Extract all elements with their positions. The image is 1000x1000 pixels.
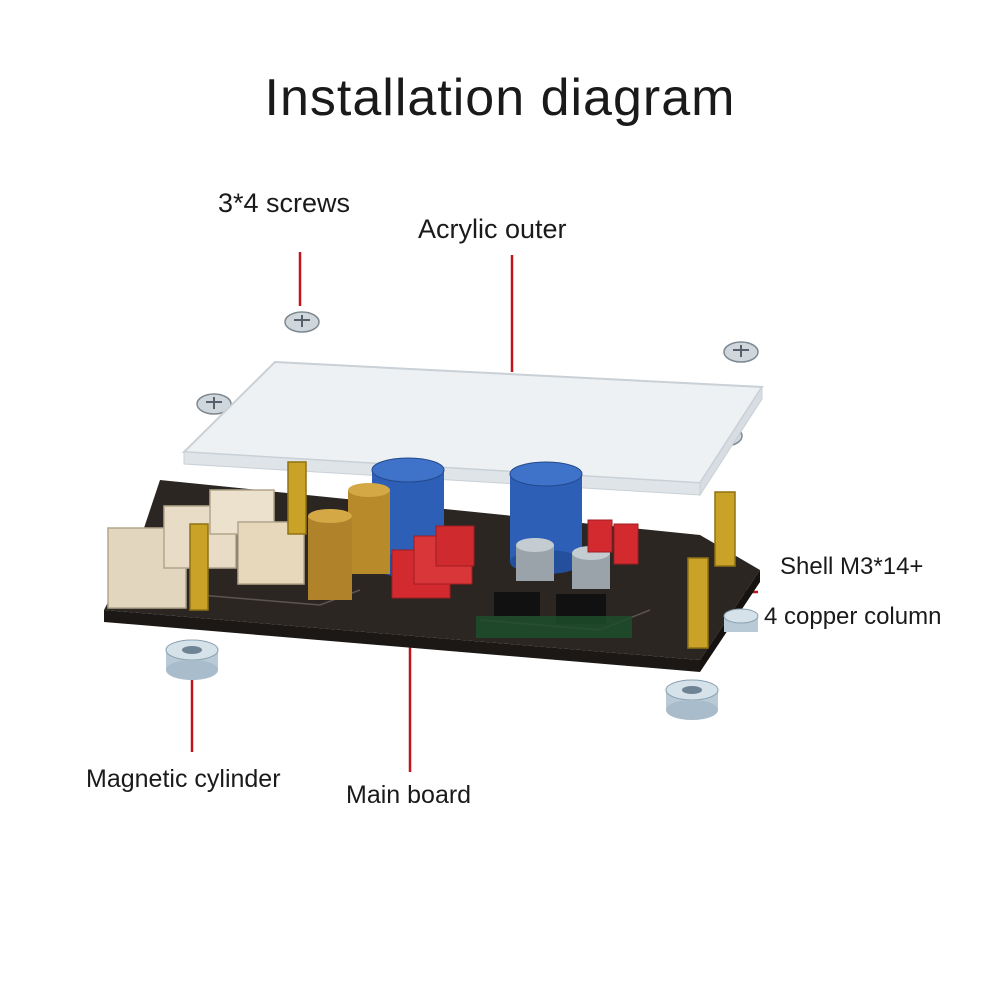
copper-column — [714, 491, 736, 567]
copper-columns — [189, 461, 736, 649]
label-acrylic-outer: Acrylic outer — [418, 214, 567, 244]
capacitors — [308, 457, 610, 600]
magnet-icon — [165, 639, 219, 680]
screw-icon — [284, 311, 320, 333]
label-screws: 3*4 screws — [218, 188, 351, 218]
magnet-icon — [723, 608, 759, 632]
copper-column — [189, 523, 209, 611]
magnetic-cylinders — [165, 608, 759, 720]
label-shell-line2: 4 copper column — [764, 603, 942, 630]
copper-column — [687, 557, 709, 649]
silver-capacitor — [516, 538, 554, 581]
film-capacitors — [391, 519, 639, 599]
gold-capacitor — [348, 483, 390, 574]
screw-icon — [723, 341, 759, 363]
magnet-icon — [665, 679, 719, 720]
acrylic-plate — [181, 360, 764, 497]
diagram-title: Installation diagram — [264, 69, 736, 127]
label-main-board: Main board — [346, 781, 472, 809]
label-magnetic-cylinder: Magnetic cylinder — [86, 765, 281, 793]
gold-capacitor — [308, 509, 352, 600]
copper-column — [287, 461, 307, 535]
ic-chips — [476, 592, 632, 638]
label-shell-line1: Shell M3*14+ — [780, 553, 924, 580]
screw-icon — [196, 393, 232, 415]
